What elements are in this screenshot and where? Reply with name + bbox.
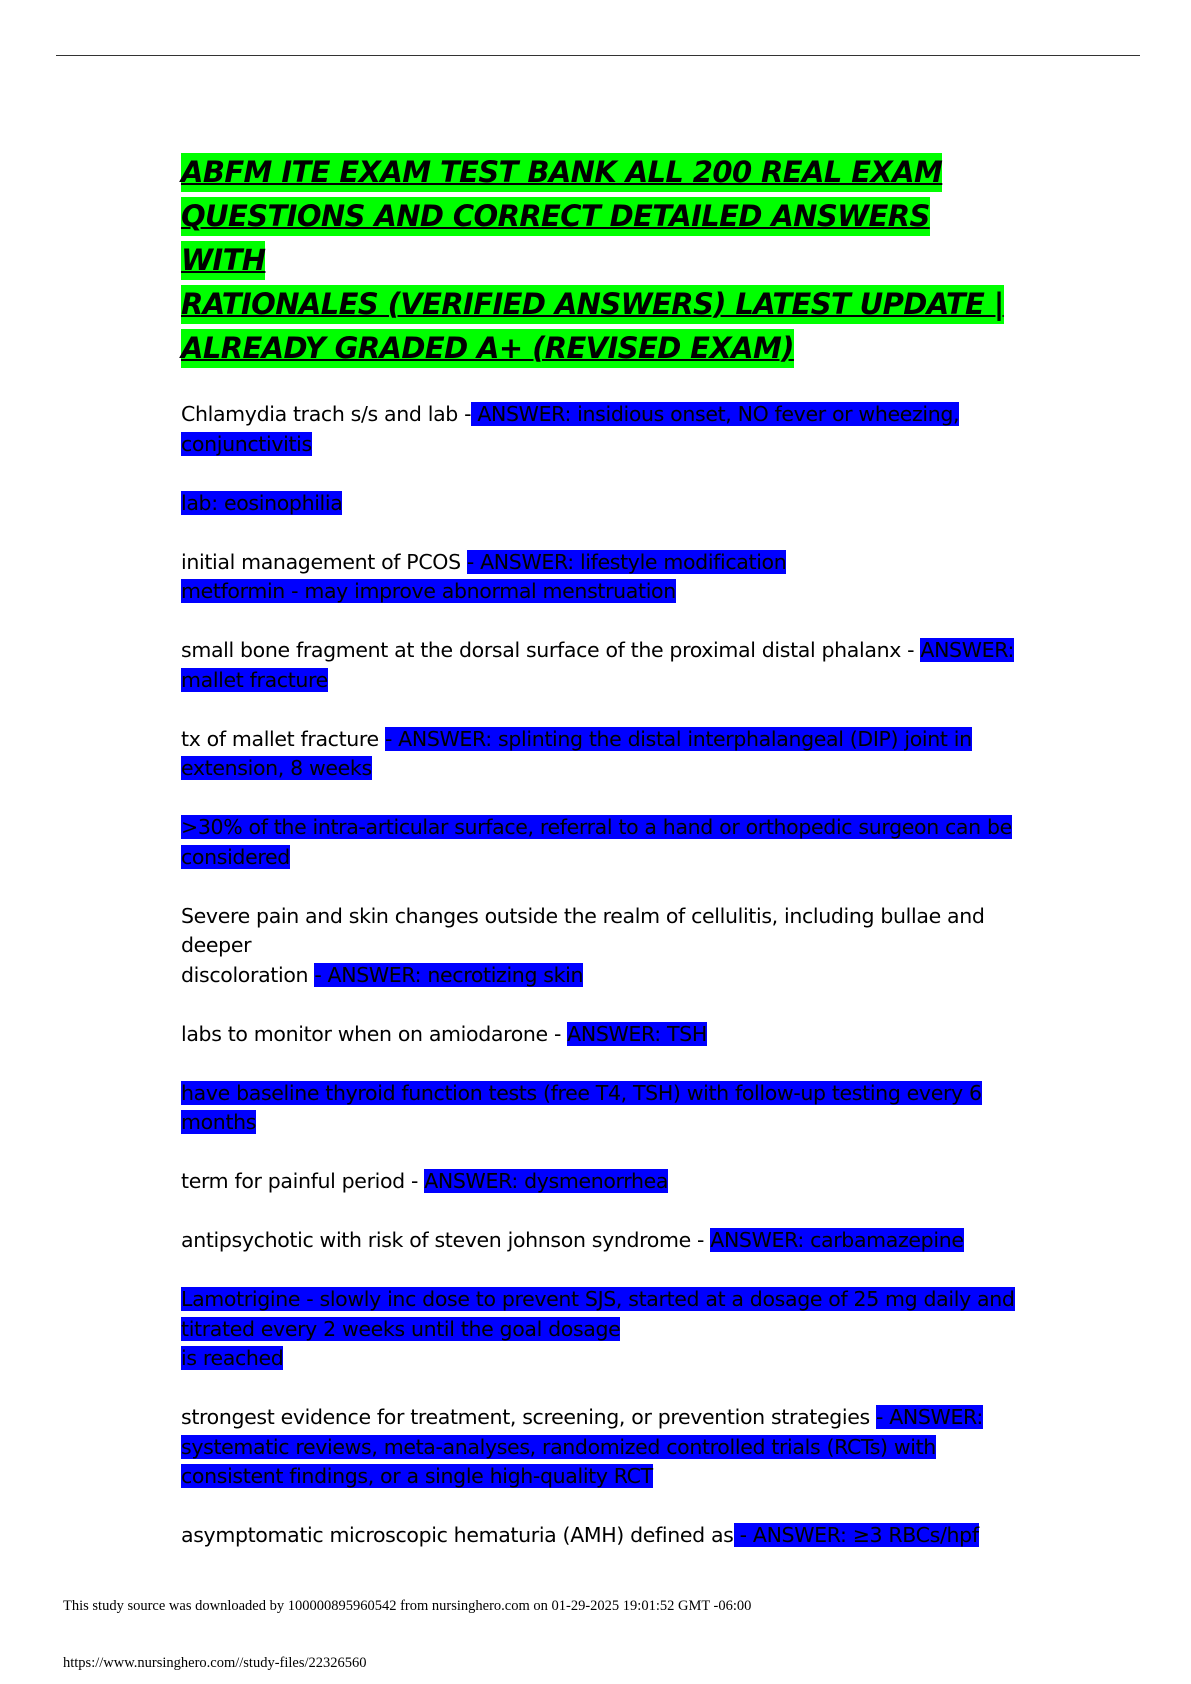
answer-text: - ANSWER: splinting the distal interphal… <box>384 726 972 751</box>
question-text: small bone fragment at the dorsal surfac… <box>181 638 921 662</box>
title-line: ALREADY GRADED A+ (REVISED EXAM) <box>181 329 795 368</box>
title-line: QUESTIONS AND CORRECT DETAILED ANSWERS W… <box>181 197 930 280</box>
qa-note: have baseline thyroid function tests (fr… <box>181 1079 1011 1138</box>
answer-text: systematic reviews, meta-analyses, rando… <box>181 1434 936 1459</box>
answer-text: ANSWER: insidious onset, NO fever or whe… <box>471 402 960 426</box>
document-title: ABFM ITE EXAM TEST BANK ALL 200 REAL EXA… <box>181 150 1011 370</box>
title-line: RATIONALES (VERIFIED ANSWERS) LATEST UPD… <box>181 285 1004 324</box>
question-text: labs to monitor when on amiodarone - <box>181 1021 568 1046</box>
answer-text: ANSWER: TSH <box>567 1021 707 1046</box>
title-line: ABFM ITE EXAM TEST BANK ALL 200 REAL EXA… <box>181 153 943 192</box>
answer-text: ANSWER: <box>920 638 1015 662</box>
answer-text: titrated every 2 weeks until the goal do… <box>181 1316 621 1341</box>
qa-item: small bone fragment at the dorsal surfac… <box>181 636 1015 695</box>
question-text: term for painful period - <box>181 1169 425 1193</box>
answer-text: ANSWER: dysmenorrhea <box>424 1169 669 1193</box>
qa-item: term for painful period - ANSWER: dysmen… <box>181 1167 1011 1197</box>
question-text: asymptomatic microscopic hematuria (AMH)… <box>181 1523 734 1547</box>
question-text: discoloration <box>181 962 315 987</box>
answer-text: - ANSWER: necrotizing skin <box>314 962 584 987</box>
qa-item: strongest evidence for treatment, screen… <box>181 1403 1011 1492</box>
download-notice: This study source was downloaded by 1000… <box>63 1598 752 1614</box>
answer-text: extension, 8 weeks <box>181 756 372 780</box>
question-text: tx of mallet fracture <box>181 726 385 751</box>
question-text: Chlamydia trach s/s and lab - <box>181 402 472 426</box>
qa-item: asymptomatic microscopic hematuria (AMH)… <box>181 1521 1011 1551</box>
qa-item: labs to monitor when on amiodarone - ANS… <box>181 1020 1011 1050</box>
question-text: Severe pain and skin changes outside the… <box>181 903 985 928</box>
qa-note: Lamotrigine - slowly inc dose to prevent… <box>181 1285 1015 1374</box>
answer-text: is reached <box>181 1346 284 1370</box>
answer-text: conjunctivitis <box>181 431 312 456</box>
answer-text: ANSWER: carbamazepine <box>710 1228 964 1252</box>
answer-text: have baseline thyroid function tests (fr… <box>181 1080 982 1105</box>
answer-text: - ANSWER: lifestyle modification <box>466 549 787 574</box>
answer-text: metformin - may improve abnormal menstru… <box>181 579 676 603</box>
question-text: strongest evidence for treatment, screen… <box>181 1405 876 1429</box>
answer-text: mallet fracture <box>181 667 328 692</box>
answer-text: lab: eosinophilia <box>181 490 343 515</box>
qa-item: initial management of PCOS - ANSWER: lif… <box>181 548 1011 607</box>
qa-item: tx of mallet fracture - ANSWER: splintin… <box>181 725 1011 784</box>
answer-text: considered <box>181 844 290 869</box>
qa-note: >30% of the intra-articular surface, ref… <box>181 813 1012 872</box>
qa-note: lab: eosinophilia <box>181 489 1011 519</box>
answer-text: consistent findings, or a single high-qu… <box>181 1464 653 1488</box>
source-url-link[interactable]: https://www.nursinghero.com//study-files… <box>63 1655 367 1671</box>
answer-text: Lamotrigine - slowly inc dose to prevent… <box>181 1287 1015 1311</box>
answer-text: months <box>181 1110 257 1134</box>
answer-text: - ANSWER: ≥3 RBCs/hpf <box>733 1523 979 1547</box>
qa-item: antipsychotic with risk of steven johnso… <box>181 1226 1011 1256</box>
question-text: deeper <box>181 933 252 957</box>
qa-item: Severe pain and skin changes outside the… <box>181 902 1011 991</box>
question-text: antipsychotic with risk of steven johnso… <box>181 1228 711 1252</box>
answer-text: >30% of the intra-articular surface, ref… <box>181 815 1012 839</box>
document-body: ABFM ITE EXAM TEST BANK ALL 200 REAL EXA… <box>181 150 1015 1580</box>
answer-text: - ANSWER: <box>876 1405 983 1429</box>
question-text: initial management of PCOS <box>181 549 467 574</box>
qa-item: Chlamydia trach s/s and lab - ANSWER: in… <box>181 400 1011 459</box>
header-rule <box>56 55 1140 56</box>
